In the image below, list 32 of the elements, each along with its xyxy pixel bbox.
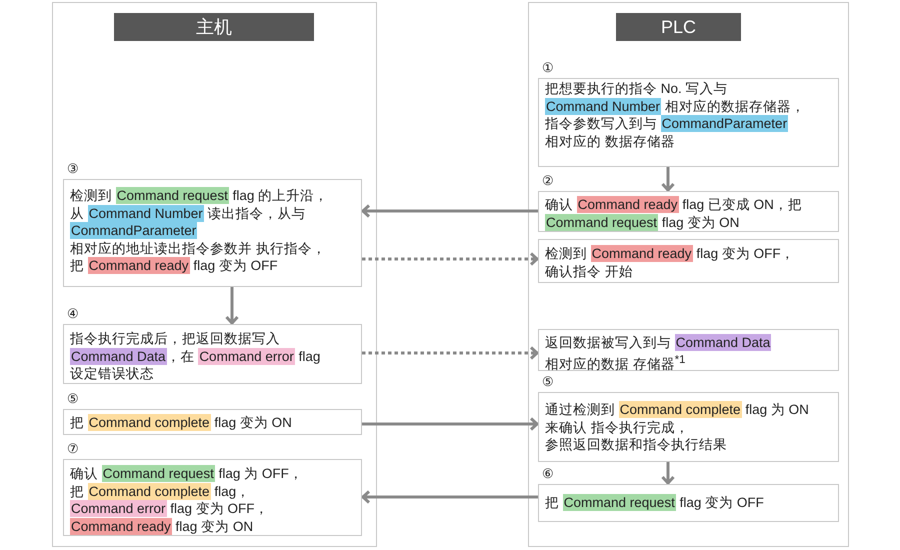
step-text: 检测到 Command request flag 的上升沿，从 Command Number 读出指令，从与 CommandParameter 相对应的地址读出指令参数并 执行指令，把 Command ready flag 变为 OFF (70, 187, 328, 274)
step-text: 确认 Command request flag 为 OFF，把 Command complete flag，Command error flag 变为 OFF，Command ready flag 变为 ON (70, 465, 303, 535)
step-box (538, 239, 839, 283)
arrow (362, 204, 538, 218)
step-number: ⑤ (542, 376, 554, 390)
arrow (225, 287, 239, 324)
arrow (362, 417, 538, 431)
column-panel (528, 2, 849, 547)
step-number: ① (542, 62, 554, 76)
step-text: 把 Command complete flag 变为 ON (70, 414, 292, 432)
step-text: 把想要执行的指令 No. 写入与 Command Number 相对应的数据存储器，指令参数写入到与 CommandParameter 相对应的 数据存储器 (545, 80, 805, 150)
step-number: ④ (67, 308, 79, 322)
heading-bar: 主机 (114, 13, 314, 41)
step-number: ② (542, 175, 554, 189)
step-text: 确认 Command ready flag 已变成 ON，把 Command request flag 变为 ON (545, 196, 802, 231)
step-text: 通过检测到 Command complete flag 为 ON 来确认 指令执行完成，参照返回数据和指令执行结果 (545, 401, 809, 454)
column-panel (52, 2, 377, 547)
arrow (661, 462, 675, 484)
dotted-arrow (362, 252, 538, 266)
heading-bar: PLC (616, 13, 741, 41)
arrow (661, 167, 675, 192)
step-text: 把 Command request flag 变为 OFF (545, 494, 764, 512)
step-text: 指令执行完成后，把返回数据写入 Command Data，在 Command error flag 设定错误状态 (70, 330, 320, 382)
arrow (362, 490, 538, 504)
step-number: ⑤ (67, 393, 79, 407)
step-text: 检测到 Command ready flag 变为 OFF，确认指令 开始 (545, 245, 795, 280)
step-text: 返回数据被写入到与 Command Data 相对应的数据 存储器$^{*1}$ (545, 334, 772, 372)
step-number: ⑦ (67, 443, 79, 457)
step-number: ⑥ (542, 468, 554, 482)
dotted-arrow (362, 346, 538, 360)
step-box (538, 329, 839, 371)
step-number: ③ (67, 163, 79, 177)
